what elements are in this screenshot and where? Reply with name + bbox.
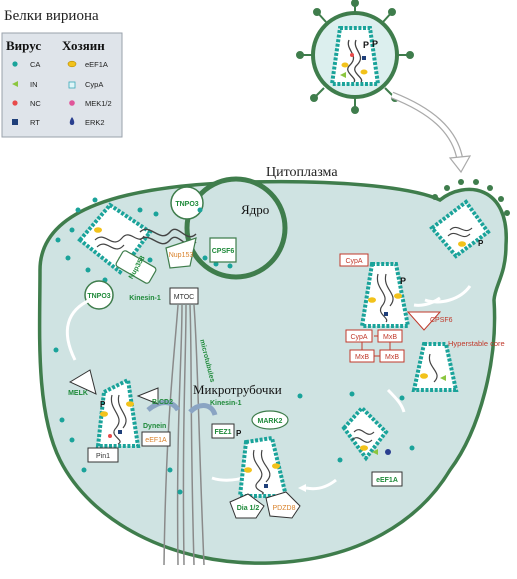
- yellow-oval-icon: [67, 60, 77, 68]
- legend-virus-nc: NC: [30, 99, 41, 108]
- mxb-label-1: MxB: [383, 334, 397, 341]
- tnpo3-bottom-bubble: [84, 280, 114, 310]
- eef1a-right-box: [371, 471, 403, 487]
- mtoc-box: [169, 287, 199, 305]
- eef1a-left-label: eEF1A: [145, 437, 167, 444]
- fez1-label: FEZ1: [214, 429, 231, 436]
- flow-arrow-right-2: [386, 388, 406, 413]
- mark2-oval: [251, 410, 289, 430]
- capsid-middle: [237, 435, 289, 498]
- pin1-label: Pin1: [96, 453, 110, 460]
- cypa-top-box: [339, 253, 369, 267]
- ca-dots-cluster: [55, 197, 233, 283]
- cypa-mid-label: CypA: [350, 334, 367, 341]
- membrane-spikes: [432, 179, 510, 216]
- microtubules-region-label: Микротрубочки: [193, 382, 282, 397]
- teal-dot-icon: [12, 61, 18, 67]
- mark2-label: MARK2: [258, 418, 283, 425]
- tnpo3-bottom-label: TNPO3: [87, 293, 110, 300]
- hyperstable-label: Hyperstable core: [448, 339, 505, 348]
- cypa-mid-box: [345, 329, 373, 343]
- pin1-box: [87, 447, 119, 463]
- legend-virus-ca: CA: [30, 60, 40, 69]
- viral-dna: [139, 228, 197, 238]
- dynein-hook: [146, 400, 181, 412]
- mxb-label-3: MxB: [385, 354, 399, 361]
- capsid-hyperstable: [411, 342, 459, 392]
- dia-label: Dia 1/2: [237, 505, 260, 512]
- fez1-box: [211, 423, 235, 439]
- capsid-right-lower: [341, 405, 391, 462]
- virion-top-p2-label: P: [372, 39, 378, 49]
- cpsf6-nuclear-label: CPSF6: [212, 248, 235, 255]
- capsid-right-upper: [359, 262, 411, 328]
- cytoplasm-label: Цитоплазма: [266, 165, 338, 180]
- nup358-box: [115, 250, 157, 284]
- legend-virus-in: IN: [30, 80, 38, 89]
- kinesin-top-label: Kinesin-1: [129, 295, 161, 302]
- pdzd8-label: PDZD8: [273, 505, 296, 512]
- ca-dots-right: [297, 391, 415, 463]
- diagram-title: Белки вириона: [4, 8, 99, 24]
- legend-host-erk2: ERK2: [85, 118, 105, 127]
- virion-extracellular: P P: [296, 0, 414, 114]
- green-triangle-icon: [12, 81, 18, 87]
- capsid-entering: P: [429, 199, 491, 259]
- cyan-square-icon: [68, 81, 76, 89]
- flow-arrow-right-1: [413, 296, 441, 307]
- path-arrow-left: [65, 298, 91, 361]
- tnpo3-top-label: TNPO3: [175, 201, 198, 208]
- melk-triangle: [68, 369, 97, 395]
- legend-host-cypa: CypA: [85, 80, 103, 89]
- cypa-top-label: CypA: [345, 258, 362, 265]
- navy-square-icon: [12, 119, 18, 125]
- legend-virus-rt: RT: [30, 118, 40, 127]
- navy-drop-icon: [69, 117, 75, 125]
- nucleus-label: Ядро: [241, 202, 269, 217]
- tnpo3-top-bubble: [170, 186, 204, 220]
- melk-label: MELK: [68, 390, 88, 397]
- pdzd8-pentagon: [265, 491, 301, 519]
- cpsf6-right-label: CPSF6: [430, 317, 453, 324]
- legend-panel: Вирус Хозяин CA IN NC RT eEF1A CypA MEK1…: [1, 32, 123, 138]
- legend-host-mek: MEK1/2: [85, 99, 112, 108]
- eef1a-right-label: eEF1A: [376, 477, 398, 484]
- bicd2-shape: [136, 387, 159, 405]
- bicd2-label: BICD2: [152, 399, 173, 406]
- flow-arrow-right-3: [305, 478, 337, 491]
- red-dot-icon: [12, 100, 18, 106]
- nup153-label: Nup153: [169, 252, 194, 259]
- entering-p-label: P: [478, 239, 484, 248]
- legend-virus-header: Вирус: [6, 38, 41, 53]
- right-capsid-p-label: P: [400, 276, 406, 286]
- legend-host-header: Хозяин: [62, 38, 105, 53]
- ca-dots-left: [53, 347, 183, 495]
- mtoc-label: MTOC: [174, 294, 194, 301]
- pink-dot-icon: [69, 100, 75, 106]
- nup153-shape: [165, 237, 197, 269]
- kinesin-mid-label: Kinesin-1: [210, 400, 242, 407]
- cpsf6-nuclear-box: [209, 237, 237, 263]
- capsid-left: [95, 376, 141, 448]
- left-capsid-p-label: P: [100, 400, 106, 409]
- dia-pentagon: [229, 493, 265, 519]
- virion-top-p-label: P: [363, 40, 369, 50]
- dynein-label: Dynein: [143, 423, 166, 430]
- entry-arrow-head: [448, 155, 472, 174]
- legend-host-eef1a: eEF1A: [85, 60, 108, 69]
- mxb-label-2: MxB: [355, 354, 369, 361]
- middle-capsid-p-label: P: [236, 429, 242, 438]
- cpsf6-right-triangle: [406, 311, 442, 331]
- eef1a-left-box: [141, 431, 171, 447]
